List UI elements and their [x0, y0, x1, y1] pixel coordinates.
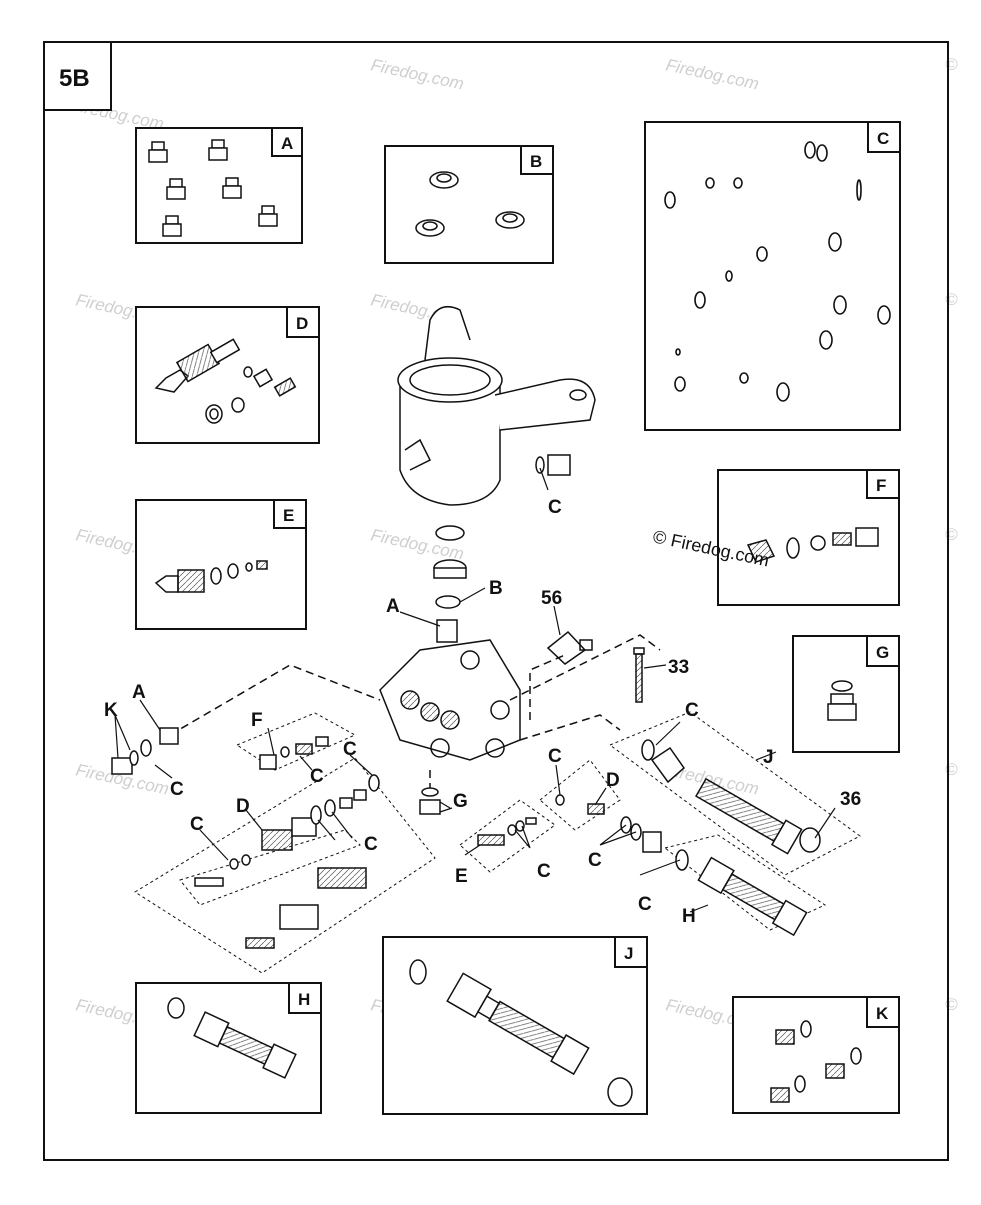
main-assembly: [111, 305, 861, 974]
callout-a-left: A: [132, 682, 146, 703]
inset-e-label: E: [283, 506, 294, 525]
inset-g: G: [792, 635, 900, 753]
callout-c-d: C: [548, 746, 562, 767]
inset-h: H: [135, 982, 322, 1114]
callout-h: H: [682, 906, 696, 927]
inset-h-label: H: [298, 990, 310, 1009]
manifold: [379, 619, 521, 761]
watermark-text: ©: [945, 55, 958, 74]
o-ring-icons: [664, 141, 891, 402]
inset-g-label: G: [876, 643, 889, 662]
inset-b-label: B: [530, 152, 542, 171]
inset-f-label: F: [876, 476, 886, 495]
pump-housing: [397, 305, 596, 506]
callout-c-f: C: [310, 766, 324, 787]
watermark-text: ©: [945, 290, 958, 309]
diagram-id: 5B: [59, 65, 90, 92]
callout-c-e: C: [537, 861, 551, 882]
nozzle-tip-icons: [148, 139, 278, 237]
callout-e: E: [455, 866, 468, 887]
callout-c-upper: C: [343, 739, 357, 760]
outer-frame: [43, 41, 949, 1161]
inset-f: F © Firedog.com: [651, 469, 900, 606]
inset-k: K: [732, 996, 900, 1114]
inset-k-label: K: [876, 1004, 889, 1023]
diagram-id-box: [43, 41, 112, 111]
callout-labels: C B A 56 33 A K C F C C D C C G E C C D …: [104, 497, 861, 927]
inset-d: D: [135, 306, 320, 444]
callout-56: 56: [541, 588, 562, 609]
thermal-relief-icon: [746, 527, 879, 563]
callout-33: 33: [668, 657, 689, 678]
unloader-valve-icon: [154, 338, 297, 424]
chemical-injector-icon: [154, 560, 268, 593]
part-33-bolt: [633, 647, 645, 703]
inlet-fitting-icon: [409, 959, 633, 1107]
inset-j: J: [382, 936, 648, 1115]
inset-j-label: J: [624, 944, 633, 963]
callout-d-left: D: [236, 796, 250, 817]
callout-c-lower: C: [190, 814, 204, 835]
group-parts: [111, 727, 821, 949]
callout-36: 36: [840, 789, 861, 810]
callout-c-mid: C: [364, 834, 378, 855]
callout-a-manifold: A: [386, 596, 400, 617]
inset-c-label: C: [877, 129, 889, 148]
watermark-text: ©: [945, 760, 958, 779]
callout-d-right: D: [606, 770, 620, 791]
callout-c-right: C: [588, 850, 602, 871]
outlet-fitting-icon: [167, 997, 297, 1079]
inset-a: A: [135, 127, 303, 244]
callout-c-h: C: [638, 894, 652, 915]
inset-d-label: D: [296, 314, 308, 333]
callout-g: G: [453, 791, 468, 812]
plug-set-icon: [770, 1020, 862, 1103]
callout-b: B: [489, 578, 503, 599]
watermark-text: ©: [945, 995, 958, 1014]
watermark-text: Firedog.com: [664, 55, 760, 93]
inset-e: E: [135, 499, 307, 630]
callout-k: K: [104, 700, 118, 721]
watermark-text: Firedog.com: [369, 55, 465, 93]
watermark-text: ©: [945, 525, 958, 544]
inset-b: B: [384, 145, 554, 264]
housing-fitting: [535, 454, 571, 476]
callout-c-j: C: [685, 700, 699, 721]
callout-leaders: [114, 467, 836, 913]
inset-a-label: A: [281, 134, 293, 153]
callout-j: J: [763, 747, 774, 768]
callout-f: F: [251, 710, 263, 731]
callout-c-left: C: [170, 779, 184, 800]
inset-c: C: [644, 121, 901, 431]
plug-icon: [827, 680, 857, 721]
seal-icons: [415, 171, 525, 237]
callout-c-housing: C: [548, 497, 562, 518]
part-56-fitting: [546, 630, 593, 665]
